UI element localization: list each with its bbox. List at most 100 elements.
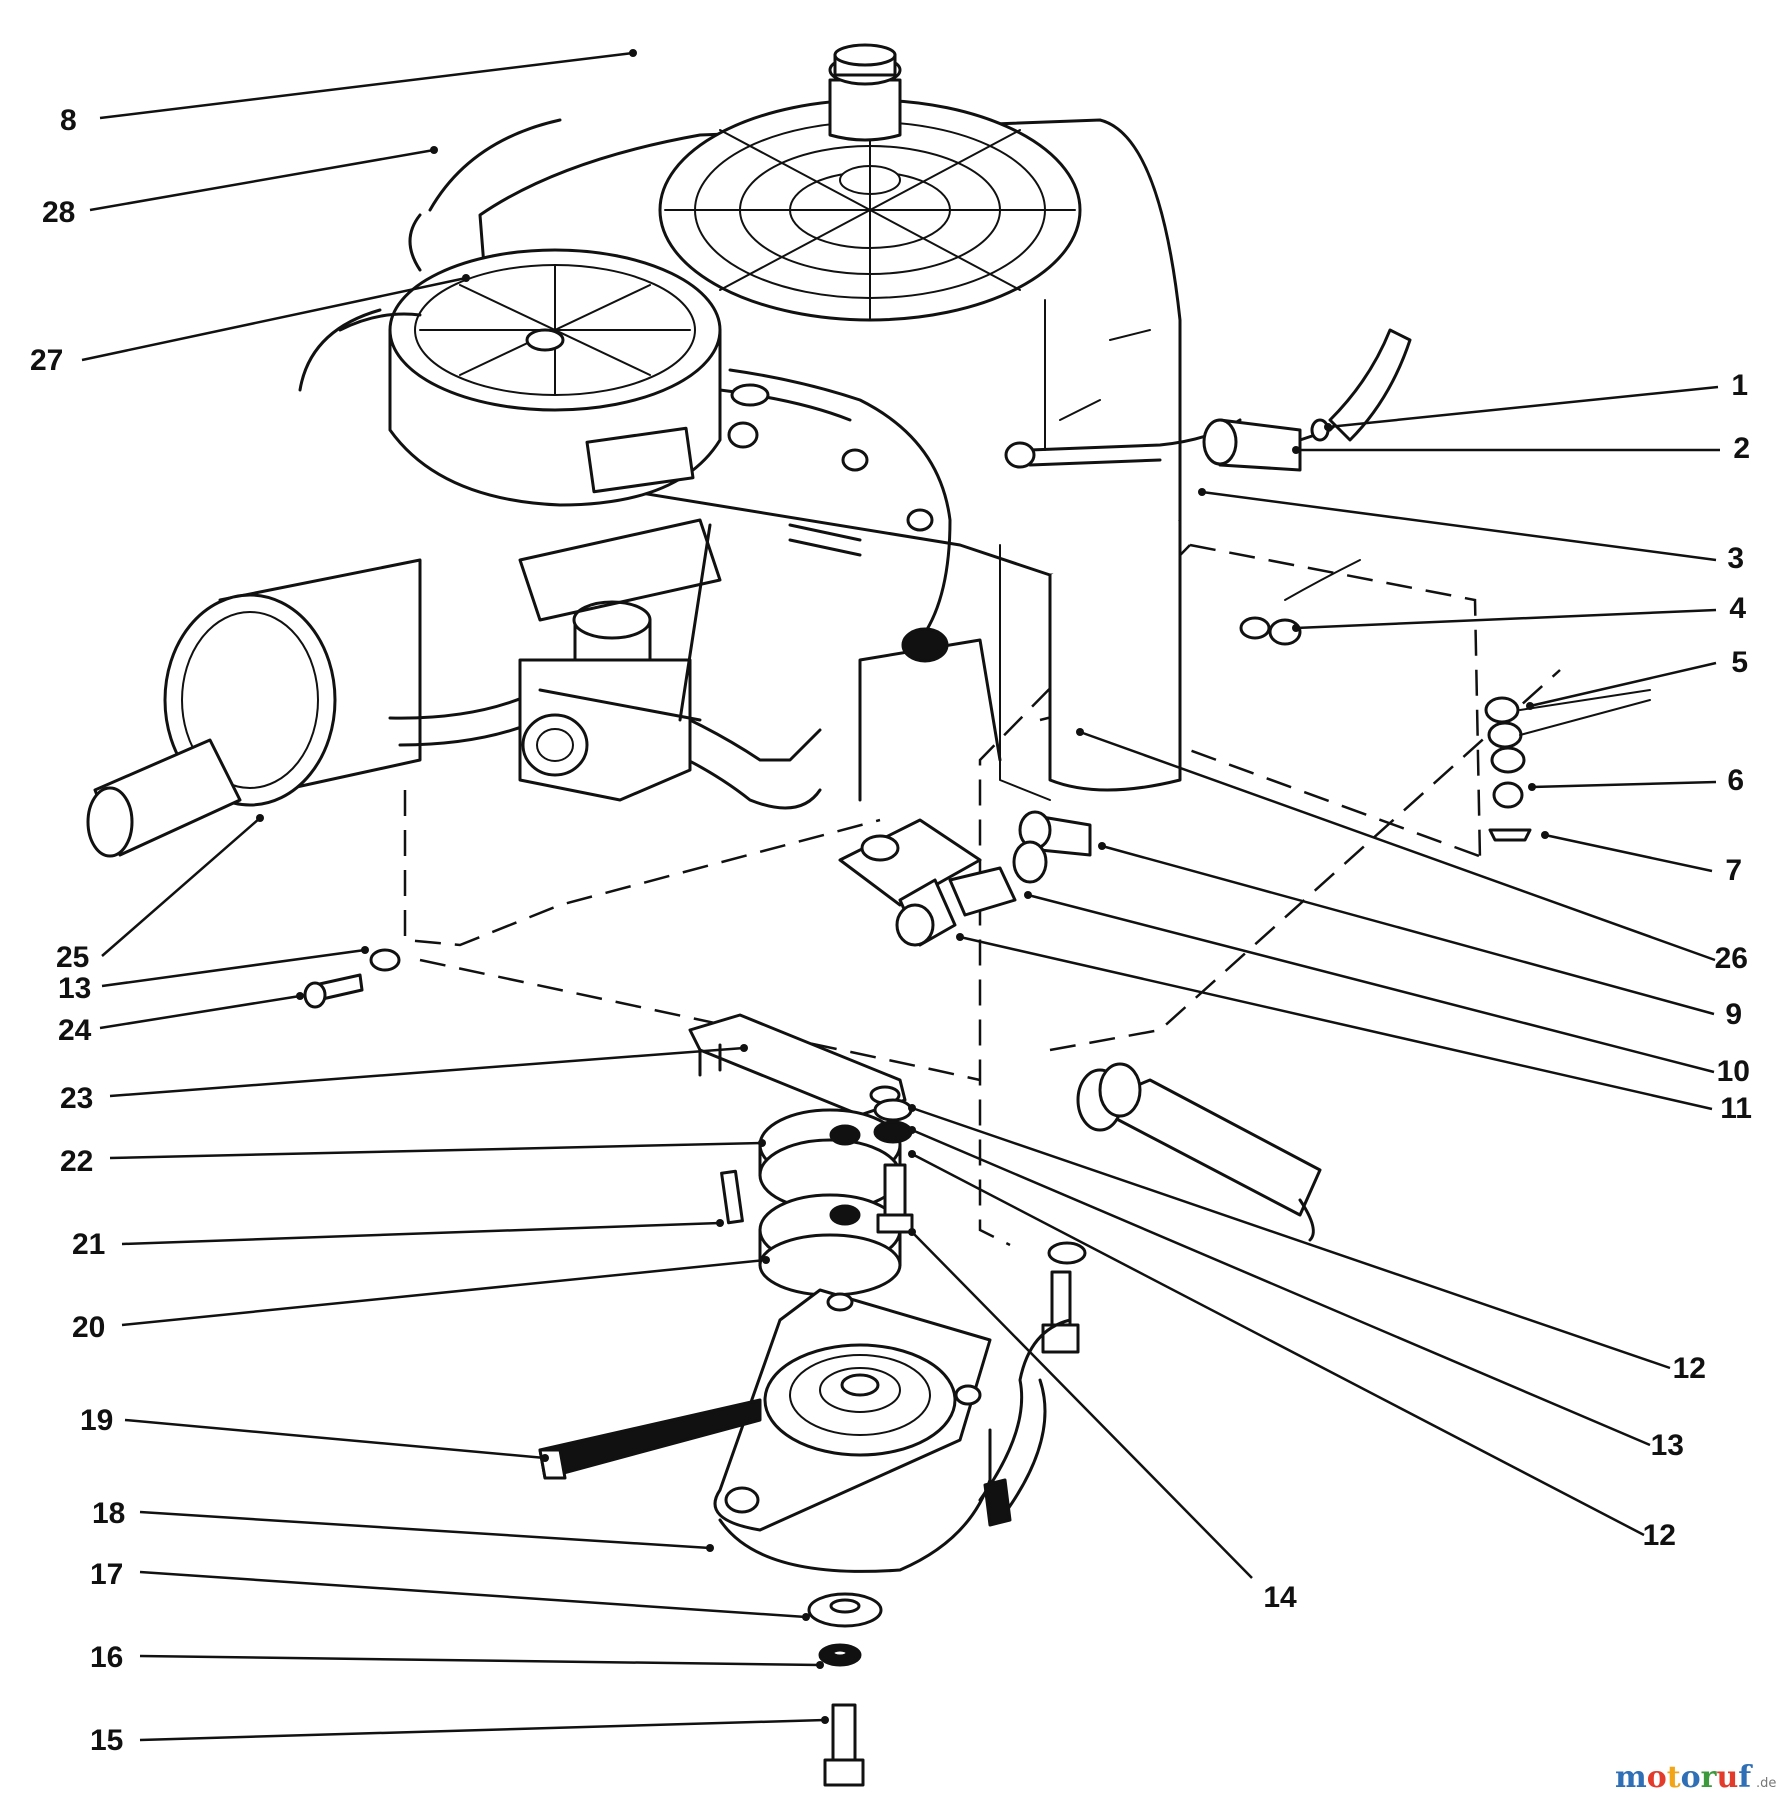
watermark-letter: m [1615,1760,1647,1795]
callout-label-c18: 18 [92,1497,125,1530]
ground-hardware [1239,559,1651,842]
callout-label-c14: 14 [1263,1581,1297,1614]
leader-dot-c25 [256,814,264,822]
leader-line-c19 [124,1418,546,1460]
callout-label-c9: 9 [1725,998,1742,1031]
leader-line-c20 [121,1258,767,1327]
callout-label-c4: 4 [1729,592,1746,625]
leader-dot-c18 [706,1544,714,1552]
watermark: motoruf .de [1615,1760,1776,1795]
watermark-letter: t [1667,1760,1681,1795]
leader-dot-c12a [908,1104,916,1112]
leader-line-c13b [911,1128,1651,1447]
leader-dot-c12b [908,1150,916,1158]
air-cleaner [298,118,722,507]
leader-line-c22 [109,1141,763,1160]
callout-label-c19: 19 [80,1404,113,1437]
fuel-filter-assembly [1202,328,1412,472]
callout-label-c12b: 12 [1643,1519,1676,1552]
leader-line-c3 [1201,490,1717,562]
watermark-text: motoruf [1615,1760,1753,1795]
leader-line-c17 [139,1570,807,1619]
callout-label-c16: 16 [90,1641,123,1674]
callout-label-c28: 28 [42,196,75,229]
leader-line-c7 [1544,833,1713,873]
leader-dot-c17 [802,1613,810,1621]
callout-label-c3: 3 [1727,542,1744,575]
leader-dot-c10 [1024,891,1032,899]
leader-line-c15 [139,1718,826,1742]
leader-line-c11 [959,935,1713,1111]
leader-line-c27 [81,276,467,362]
callout-label-c27: 27 [30,344,63,377]
leader-dot-c3 [1198,488,1206,496]
leader-dot-c26 [1076,728,1084,736]
leader-line-c12b [911,1152,1645,1537]
leader-line-c21 [121,1221,721,1246]
leader-line-c14 [911,1231,1253,1579]
leader-line-c16 [139,1654,821,1667]
muffler [86,558,822,858]
leader-line-c18 [139,1510,711,1550]
callout-label-c13b: 13 [1651,1429,1684,1462]
callout-label-c23: 23 [60,1082,93,1115]
leader-line-c1 [1327,385,1719,429]
leader-line-c10 [1027,893,1715,1074]
callout-layer: 1234567891011121213131415161718192021222… [30,49,1752,1757]
callout-label-c15: 15 [90,1724,123,1757]
oil-drain-assembly [838,810,1092,947]
leader-dot-c15 [821,1716,829,1724]
leader-dot-c21 [716,1219,724,1227]
leader-line-c23 [109,1046,745,1098]
callout-label-c26: 26 [1715,942,1748,975]
leader-dot-c14 [908,1228,916,1236]
watermark-suffix: .de [1756,1776,1776,1791]
drive-shaft [1076,1062,1322,1242]
callout-label-c22: 22 [60,1145,93,1178]
watermark-letter: f [1738,1760,1753,1795]
leader-dot-c22 [758,1139,766,1147]
callout-label-c2: 2 [1733,432,1750,465]
leader-line-c26 [1079,730,1716,962]
leader-line-c13a [101,948,366,988]
callout-label-c12a: 12 [1673,1352,1706,1385]
leader-line-c12a [911,1106,1671,1370]
leader-dot-c20 [762,1256,770,1264]
mount-bolt-left [303,948,401,1009]
leader-dot-c23 [740,1044,748,1052]
callout-label-c21: 21 [72,1228,105,1261]
callout-label-c13a: 13 [58,972,91,1005]
leader-dot-c24 [296,992,304,1000]
leader-dot-c4 [1292,624,1300,632]
callout-label-c8: 8 [60,104,77,137]
leader-line-c25 [101,817,261,957]
leader-dot-c13a [361,946,369,954]
leader-dot-c27 [462,274,470,282]
callout-label-c7: 7 [1725,854,1742,887]
leader-line-c5 [1529,661,1717,708]
callout-label-c20: 20 [72,1311,105,1344]
leader-dot-c7 [1541,831,1549,839]
leader-dot-c8 [629,49,637,57]
leader-line-c28 [89,148,435,212]
callout-label-c25: 25 [56,941,89,974]
leader-dot-c1 [1324,423,1332,431]
callout-label-c6: 6 [1727,764,1744,797]
callout-label-c24: 24 [58,1014,92,1047]
leader-line-c6 [1531,780,1717,789]
callout-label-c10: 10 [1717,1055,1750,1088]
leader-line-c4 [1295,608,1717,630]
leader-dot-c19 [541,1454,549,1462]
leader-dot-c16 [816,1661,824,1669]
leader-dot-c2 [1292,446,1300,454]
carburetor [518,368,1242,802]
callout-label-c5: 5 [1731,646,1748,679]
leader-dot-c6 [1528,783,1536,791]
leader-line-c9 [1101,844,1715,1016]
leader-dot-c28 [430,146,438,154]
leader-dot-c9 [1098,842,1106,850]
watermark-letter: o [1647,1760,1667,1795]
leader-dot-c5 [1526,702,1534,710]
watermark-letter: r [1701,1760,1718,1795]
leader-line-c8 [99,51,634,120]
